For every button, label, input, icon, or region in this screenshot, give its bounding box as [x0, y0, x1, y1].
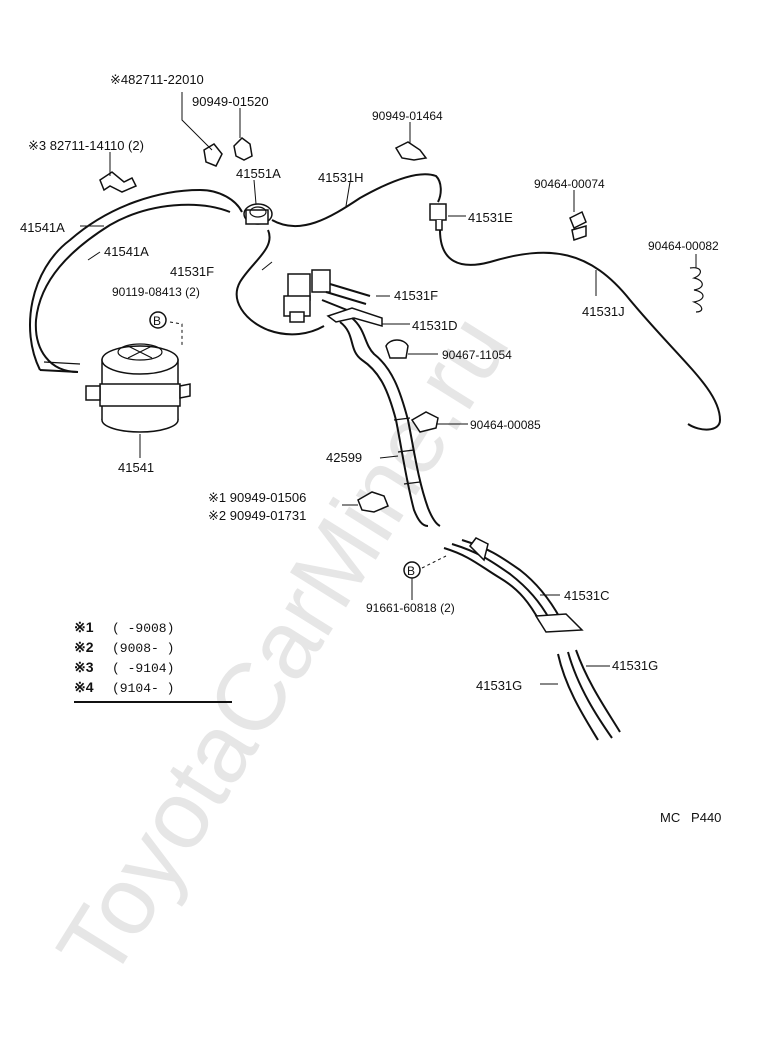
- clip-90464-00085[interactable]: [410, 411, 439, 433]
- svg-text:B: B: [407, 564, 415, 578]
- hose-41531J[interactable]: [439, 229, 722, 431]
- label-41531J: 41531J: [582, 304, 625, 319]
- label-82711-22010: ※482711-22010: [110, 72, 204, 87]
- legend-mark-3: ※3: [74, 659, 94, 675]
- label-90949-01464: 90949-01464: [372, 109, 443, 123]
- hose-41531G[interactable]: [557, 649, 621, 741]
- clip-90949-01520[interactable]: [233, 137, 253, 161]
- hose-41531F-upper[interactable]: [235, 229, 325, 336]
- label-41531C: 41531C: [564, 588, 610, 603]
- clip-90464-00074[interactable]: [569, 210, 587, 241]
- label-41541A-2: 41541A: [104, 244, 149, 259]
- label-41531E: 41531E: [468, 210, 513, 225]
- hose-41541A[interactable]: [29, 188, 243, 373]
- label-90464-00082: 90464-00082: [648, 239, 719, 253]
- label-41531F-1: 41531F: [170, 264, 214, 279]
- legend-mark-2: ※2: [74, 639, 94, 655]
- label-41531H: 41531H: [318, 170, 364, 185]
- label-90949-01506: ※1 90949-01506: [208, 490, 306, 505]
- label-90949-01520: 90949-01520: [192, 94, 269, 109]
- label-42599: 42599: [326, 450, 362, 465]
- label-41541A-1: 41541A: [20, 220, 65, 235]
- clip-90467-11054[interactable]: [385, 339, 409, 359]
- hose-41531H[interactable]: [271, 173, 442, 228]
- clip-90949-01506[interactable]: [357, 491, 389, 513]
- pipe-41531C[interactable]: [443, 537, 584, 633]
- connector-41531E[interactable]: [429, 203, 447, 231]
- bolt-marker-b2: B: [403, 555, 447, 600]
- legend-range-2: (9008- ): [112, 641, 174, 656]
- label-90467-11054: 90467-11054: [442, 348, 512, 362]
- label-41531G-1: 41531G: [612, 658, 658, 673]
- label-90464-00085: 90464-00085: [470, 418, 541, 432]
- label-41551A: 41551A: [236, 166, 281, 181]
- label-41531F-2: 41531F: [394, 288, 438, 303]
- label-90119-08413: 90119-08413 (2): [112, 285, 200, 299]
- legend-range-1: ( -9008): [112, 621, 174, 636]
- part-labels: ※482711-22010 90949-01520 90949-01464 ※3…: [20, 72, 719, 693]
- clip-82711-22010[interactable]: [203, 143, 223, 167]
- vsv-valve-41551A[interactable]: [243, 203, 273, 225]
- pipe-41531D[interactable]: [326, 307, 383, 327]
- charcoal-canister[interactable]: [85, 343, 191, 433]
- label-41541: 41541: [118, 460, 154, 475]
- diagram-code: MC P440: [660, 810, 721, 825]
- label-91661-60818: 91661-60818 (2): [366, 601, 455, 615]
- label-41531D: 41531D: [412, 318, 458, 333]
- clip-90464-00082[interactable]: [689, 267, 704, 313]
- leader-lines: [80, 92, 697, 685]
- legend-range-3: ( -9104): [112, 661, 174, 676]
- label-90464-00074: 90464-00074: [534, 177, 605, 191]
- hose-42599[interactable]: [339, 317, 441, 527]
- legend: ※1 ( -9008) ※2 (9008- ) ※3 ( -9104) ※4 (…: [74, 619, 232, 703]
- clip-90949-01464[interactable]: [394, 141, 428, 161]
- label-82711-14110: ※3 82711-14110 (2): [28, 138, 144, 153]
- svg-text:B: B: [153, 314, 161, 328]
- label-90949-01731: ※2 90949-01731: [208, 508, 306, 523]
- legend-mark-1: ※1: [74, 619, 94, 635]
- bolt-marker-b1: B: [149, 311, 183, 346]
- vsv-block[interactable]: [283, 269, 331, 323]
- legend-range-4: (9104- ): [112, 681, 174, 696]
- label-41531G-2: 41531G: [476, 678, 522, 693]
- clip-82711-14110[interactable]: [99, 171, 138, 193]
- legend-mark-4: ※4: [74, 679, 94, 695]
